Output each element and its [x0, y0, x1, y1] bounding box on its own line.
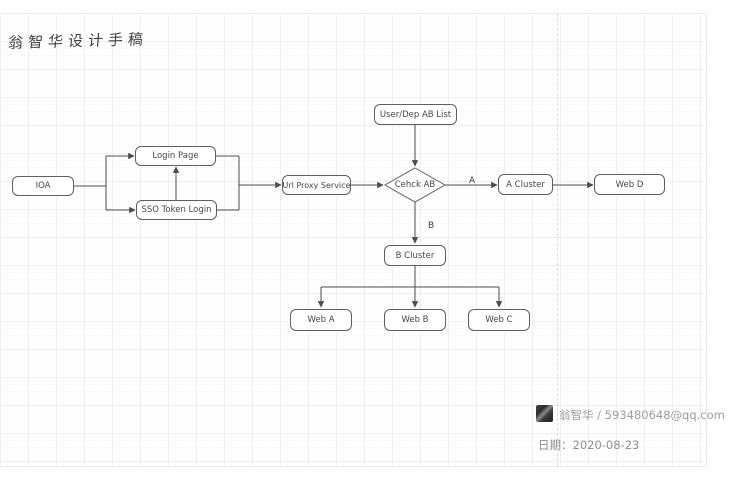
node-web-a[interactable]: Web A [290, 309, 352, 331]
node-web-b[interactable]: Web B [384, 309, 446, 331]
node-check-ab-label[interactable]: Cehck AB [394, 180, 436, 190]
author-name-email: 翁智华 / 593480648@qq.com [559, 408, 725, 422]
user-avatar [536, 405, 553, 422]
node-login-page[interactable]: Login Page [135, 146, 216, 166]
node-web-c[interactable]: Web C [468, 309, 530, 331]
node-a-cluster[interactable]: A Cluster [498, 174, 553, 195]
signature-date: 日期：2020-08-23 [538, 438, 640, 452]
edge-label-b: B [428, 221, 435, 231]
node-web-d[interactable]: Web D [594, 174, 665, 195]
decision-diamond-shape[interactable] [383, 167, 447, 203]
node-url-proxy-service[interactable]: Url Proxy Service [282, 175, 351, 195]
node-user-dep-ab-list[interactable]: User/Dep AB List [374, 104, 457, 125]
node-ioa[interactable]: IOA [12, 176, 74, 196]
node-sso-token-login[interactable]: SSO Token Login [136, 200, 217, 220]
node-b-cluster[interactable]: B Cluster [384, 245, 446, 266]
diagram-canvas [0, 13, 707, 467]
page-boundary-divider [557, 13, 558, 466]
edge-label-a: A [469, 176, 476, 186]
